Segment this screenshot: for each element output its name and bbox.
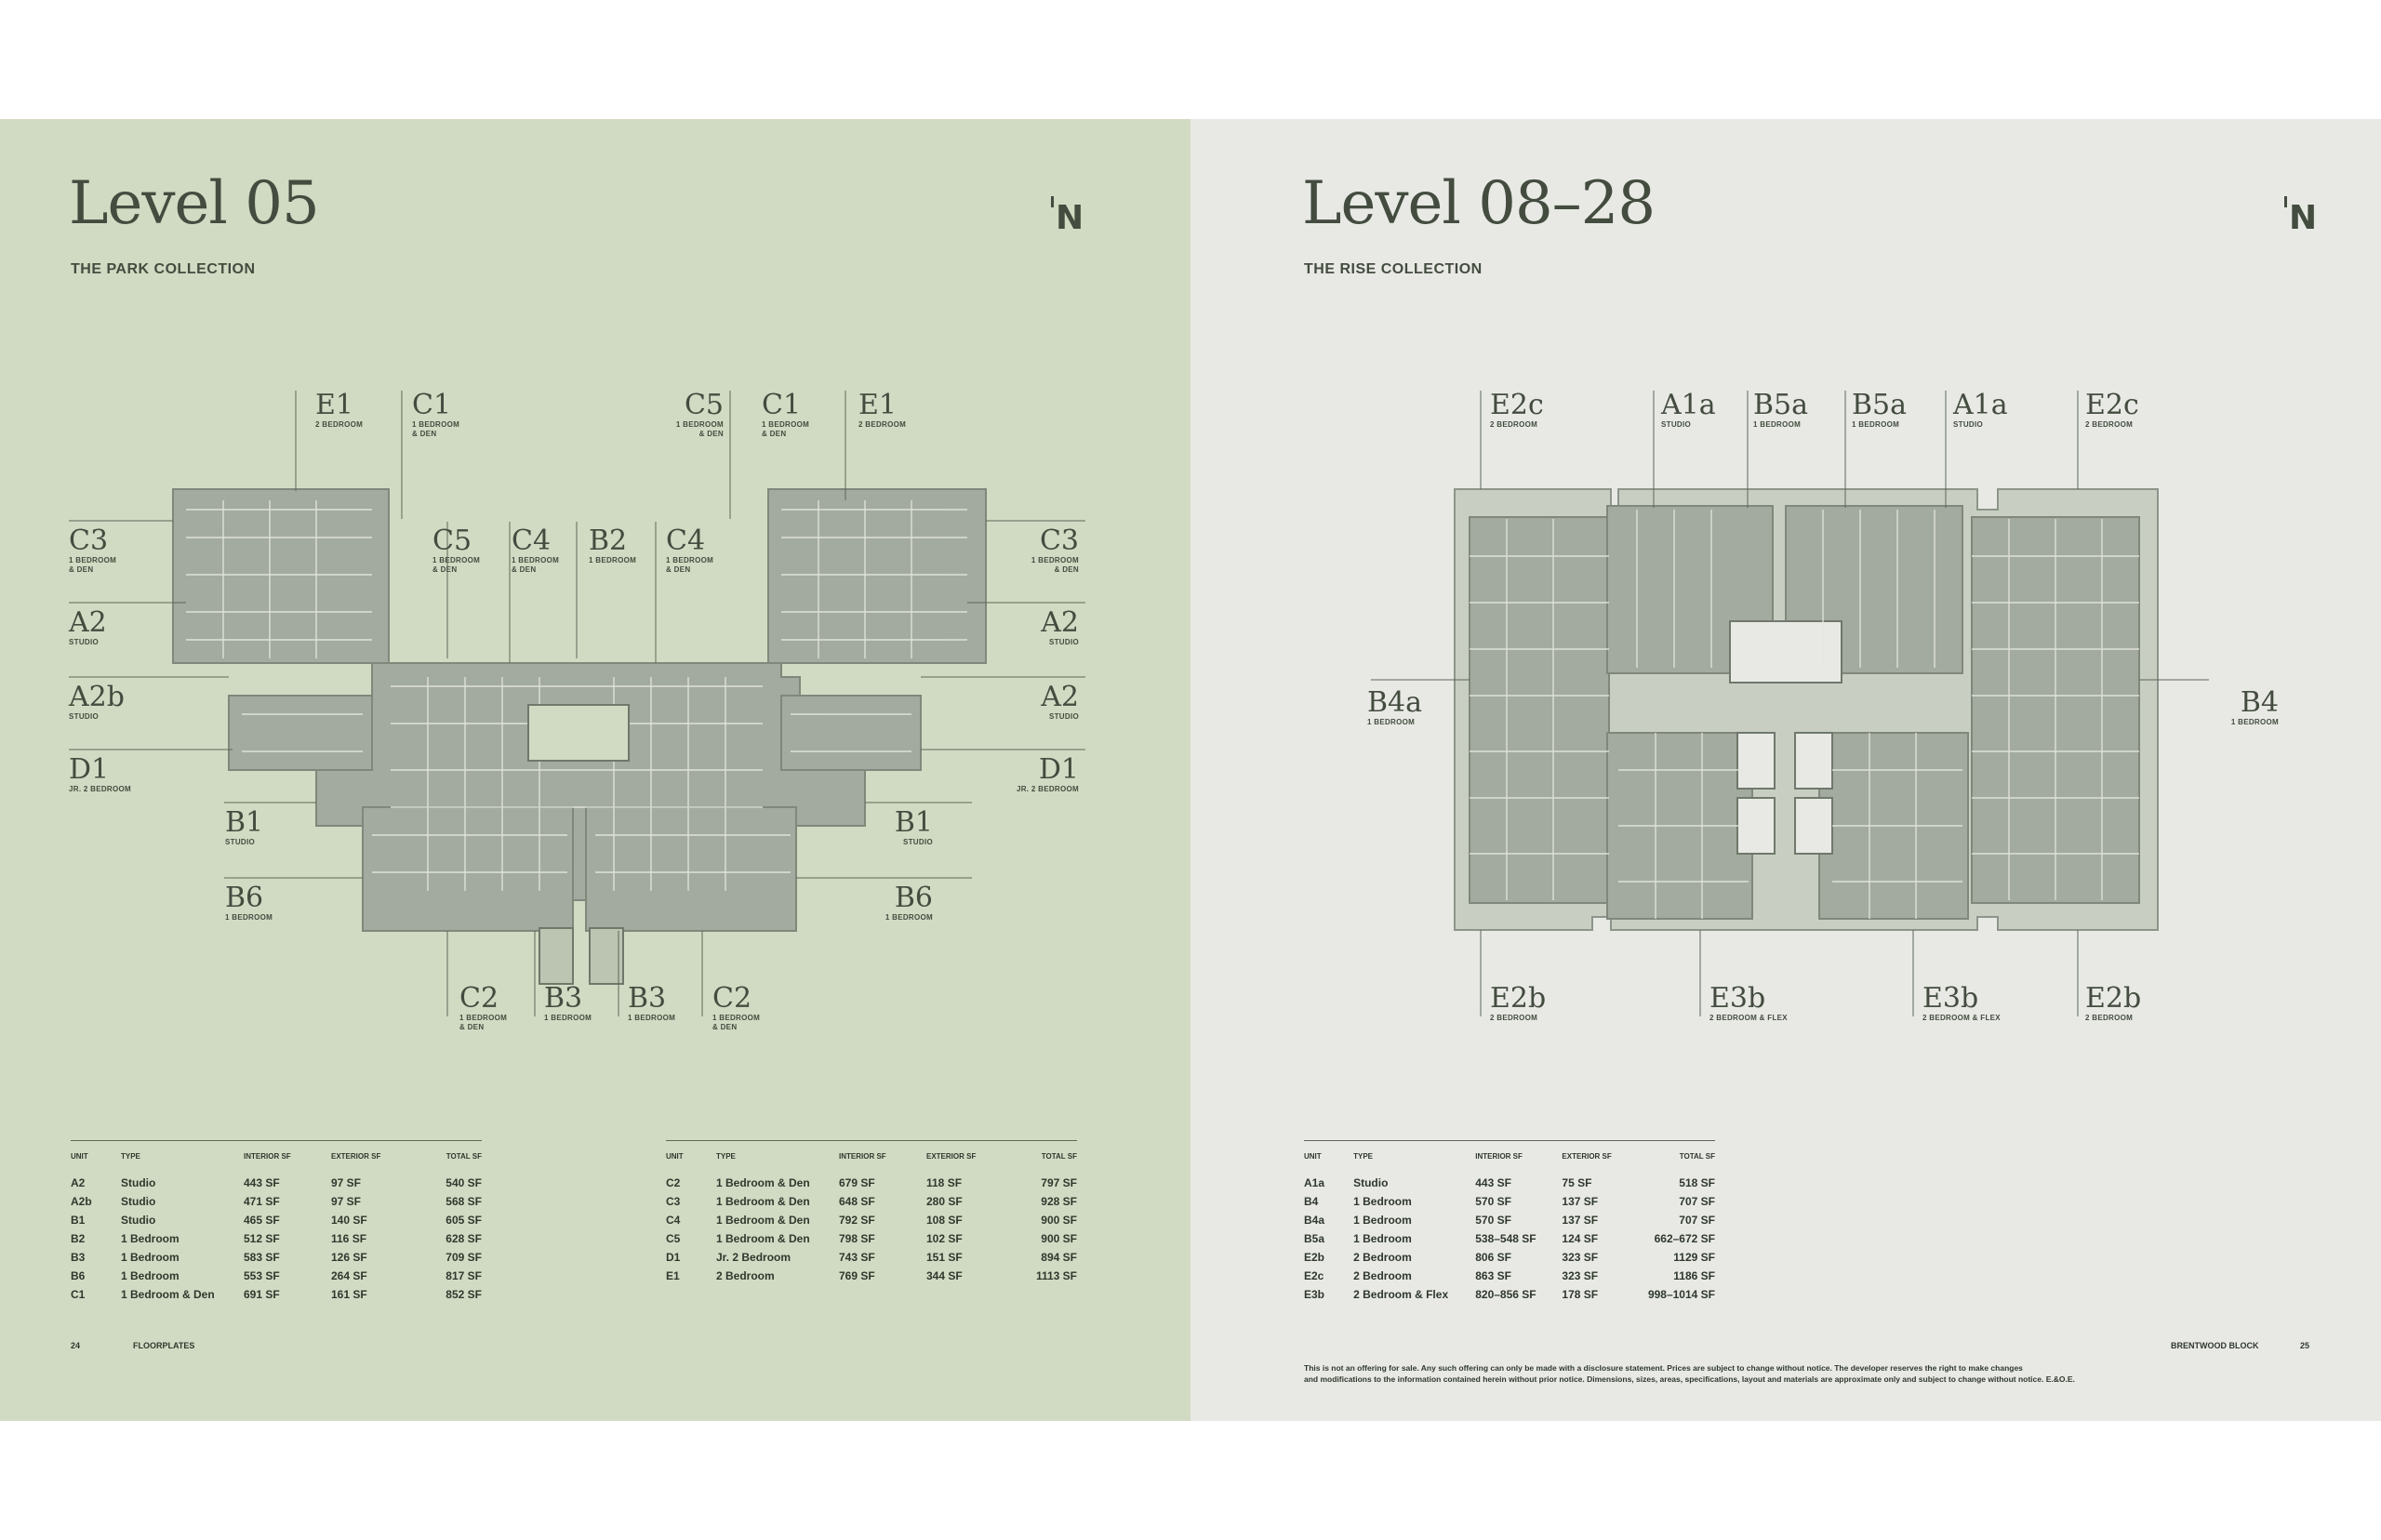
unit-table-right: UNIT TYPE INTERIOR SF EXTERIOR SF TOTAL … (1304, 1140, 1715, 1304)
collection-subtitle: THE PARK COLLECTION (71, 261, 256, 277)
brochure-spread: Level 05 THE PARK COLLECTION N (0, 119, 2381, 1421)
page-number: 25 (2300, 1341, 2310, 1350)
floorplan-level-08-28 (1371, 391, 2209, 1016)
brand-name: BRENTWOOD BLOCK (2171, 1341, 2259, 1350)
floorplan-level-05 (69, 391, 1085, 1016)
unit-table-left-2: UNIT TYPE INTERIOR SF EXTERIOR SF TOTAL … (666, 1140, 1077, 1285)
page-title: Level 08–28 (1302, 169, 1656, 238)
north-arrow-icon: N (2284, 196, 2317, 237)
page-number: 24 (71, 1341, 81, 1350)
page-right-level-08-28: Level 08–28 THE RISE COLLECTION N (1190, 119, 2381, 1421)
legal-disclaimer: This is not an offering for sale. Any su… (1304, 1363, 2075, 1384)
page-title: Level 05 (69, 169, 320, 238)
north-arrow-icon: N (1051, 196, 1084, 237)
page-left-level-05: Level 05 THE PARK COLLECTION N (0, 119, 1190, 1421)
unit-table-left-1: UNIT TYPE INTERIOR SF EXTERIOR SF TOTAL … (71, 1140, 482, 1304)
collection-subtitle: THE RISE COLLECTION (1304, 261, 1483, 277)
section-name: FLOORPLATES (133, 1341, 195, 1350)
